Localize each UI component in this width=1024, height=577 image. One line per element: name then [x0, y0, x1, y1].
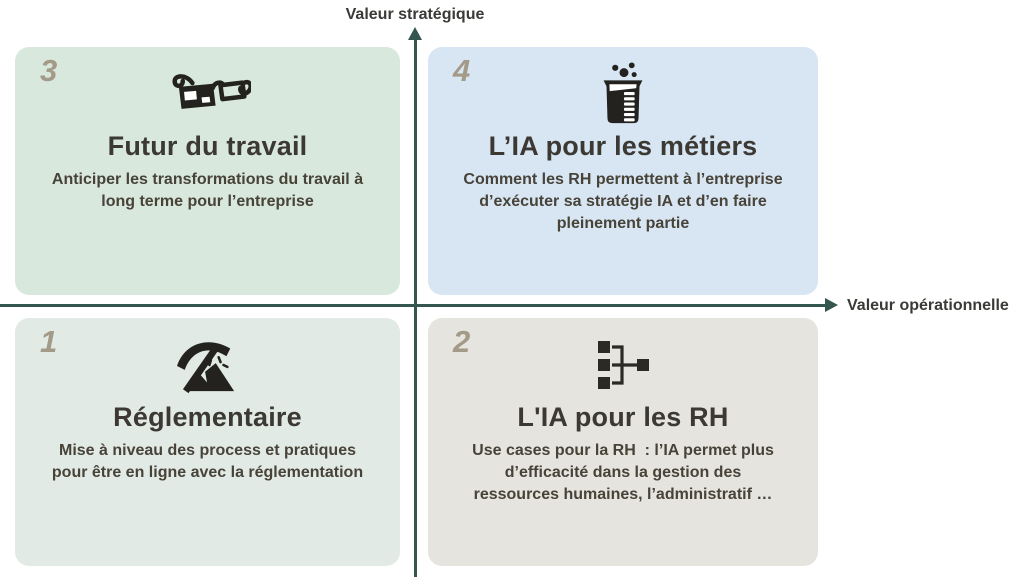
horizontal-axis-arrowhead-icon — [825, 298, 838, 312]
3d-glasses-icon — [165, 61, 251, 127]
pickaxe-icon — [175, 332, 241, 398]
horizontal-axis-line — [0, 304, 826, 307]
quadrant-number: 2 — [453, 324, 471, 359]
vertical-axis-arrowhead-icon — [408, 27, 422, 40]
quadrant-card-ia-pour-les-rh: 2 L'IA pour les RH Use cases pour la RH … — [428, 318, 818, 566]
quadrant-description: Anticiper les transformations du travail… — [51, 171, 364, 210]
quadrant-title: L'IA pour les RH — [517, 402, 729, 432]
quadrant-number: 1 — [40, 324, 58, 359]
vertical-axis-label: Valeur stratégique — [345, 6, 485, 23]
quadrant-card-ia-pour-les-metiers: 4 L’IA — [428, 47, 818, 295]
quadrant-card-futur-du-travail: 3 Futur du travail Anticiper les transfo… — [15, 47, 400, 295]
quadrant-description: Comment les RH permettent à l’entreprise… — [463, 171, 783, 232]
quadrant-number: 4 — [453, 53, 471, 88]
quadrant-description: Mise à niveau des process et pratiques p… — [51, 442, 364, 481]
horizontal-axis-label: Valeur opérationnelle — [847, 297, 1009, 314]
org-tree-icon — [595, 332, 651, 398]
quadrant-title: Futur du travail — [107, 131, 308, 161]
beaker-icon — [596, 61, 650, 127]
quadrant-title: L’IA pour les métiers — [488, 131, 758, 161]
quadrant-description: Use cases pour la RH : l’IA permet plus … — [472, 442, 774, 503]
quadrant-card-reglementaire: 1 Réglementaire Mise à niveau des proces… — [15, 318, 400, 566]
quadrant-title: Réglementaire — [113, 402, 302, 432]
quadrant-number: 3 — [40, 53, 58, 88]
vertical-axis-line — [414, 38, 417, 577]
